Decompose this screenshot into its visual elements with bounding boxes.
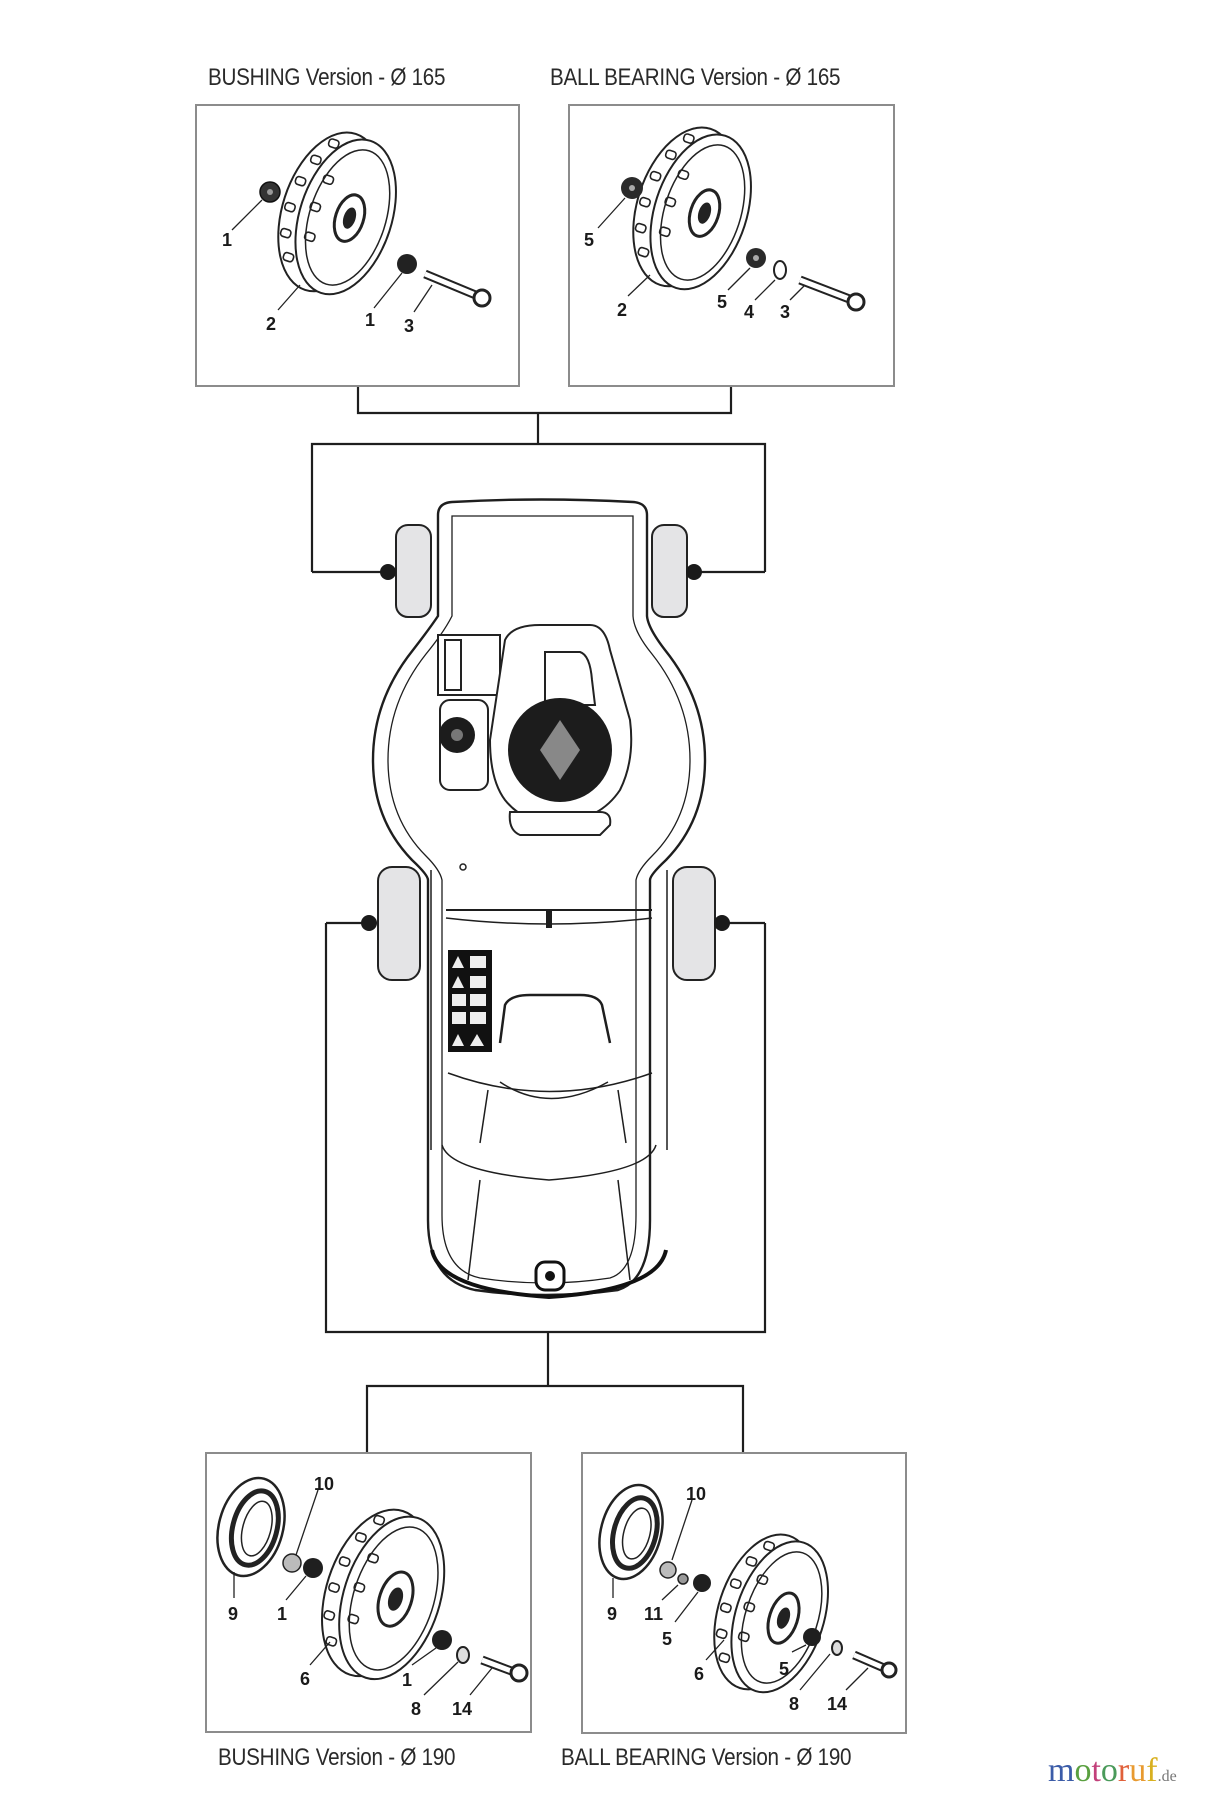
engine-icon — [437, 624, 633, 836]
hubcap-icon — [216, 1476, 286, 1578]
wheel-icon — [713, 1533, 829, 1694]
bolt-icon — [480, 1655, 529, 1683]
wheel-icon — [632, 126, 752, 291]
callout-1: 1 — [365, 310, 375, 330]
rear-left-wheel-icon — [377, 866, 421, 981]
callout-4: 4 — [744, 302, 754, 322]
callout-6: 6 — [694, 1664, 704, 1684]
bearing-icon — [693, 1574, 711, 1592]
title-bushing-190: BUSHING Version - Ø 190 — [218, 1744, 456, 1771]
warning-label-icon — [448, 950, 492, 1052]
washer-icon — [831, 1640, 843, 1656]
wheel-assembly-ball-bearing-165: 5 2 5 4 3 — [584, 126, 866, 322]
callout-8: 8 — [411, 1699, 421, 1719]
callout-2: 2 — [617, 300, 627, 320]
washer-icon — [456, 1646, 470, 1664]
front-right-wheel-icon — [651, 524, 688, 618]
watermark-letter: u — [1129, 1752, 1147, 1789]
wheel-icon — [321, 1508, 446, 1681]
bolt-icon — [852, 1650, 898, 1679]
watermark-letter: o — [1074, 1752, 1092, 1789]
bolt-icon — [423, 269, 492, 308]
axle-nut-icon — [686, 564, 702, 580]
callout-1: 1 — [277, 1604, 287, 1624]
callout-5: 5 — [779, 1659, 789, 1679]
wheel-assembly-ball-bearing-190: 10 9 11 5 6 5 8 14 — [598, 1483, 898, 1714]
callout-10: 10 — [686, 1484, 706, 1504]
nut-icon — [397, 254, 417, 274]
callout-6: 6 — [300, 1669, 310, 1689]
callout-10: 10 — [314, 1474, 334, 1494]
washer-icon — [659, 1561, 677, 1579]
wheel-assembly-bushing-190: 10 9 1 6 1 8 14 — [216, 1474, 529, 1719]
callout-1: 1 — [222, 230, 232, 250]
callout-3: 3 — [404, 316, 414, 336]
washer-icon — [282, 1553, 302, 1573]
watermark-letter: m — [1048, 1752, 1075, 1789]
lawn-mower-top-view — [361, 498, 730, 1300]
bolt-icon — [798, 275, 866, 312]
washer-icon — [773, 260, 787, 280]
connector-lines — [310, 387, 767, 1452]
watermark-letter: t — [1091, 1752, 1101, 1789]
callout-11: 11 — [644, 1604, 663, 1624]
title-bushing-165: BUSHING Version - Ø 165 — [208, 64, 446, 91]
wheel-assembly-bushing-165: 1 2 1 3 — [222, 131, 492, 336]
title-ball-bearing-190: BALL BEARING Version - Ø 190 — [561, 1744, 852, 1771]
watermark-tld: .de — [1157, 1768, 1177, 1785]
front-left-wheel-icon — [395, 524, 432, 618]
callout-5: 5 — [584, 230, 594, 250]
nut-icon — [303, 1558, 323, 1578]
watermark-letter: o — [1100, 1752, 1118, 1789]
axle-nut-icon — [380, 564, 396, 580]
watermark-letter: r — [1117, 1752, 1130, 1789]
callout-5: 5 — [662, 1629, 672, 1649]
callout-9: 9 — [607, 1604, 617, 1624]
callout-9: 9 — [228, 1604, 238, 1624]
callout-14: 14 — [827, 1694, 847, 1714]
wheel-icon — [277, 131, 397, 296]
deck-outline — [371, 498, 707, 1297]
callout-2: 2 — [266, 314, 276, 334]
bearing-icon — [803, 1628, 821, 1646]
callout-5: 5 — [717, 292, 727, 312]
axle-nut-icon — [361, 915, 377, 931]
axle-nut-icon — [714, 915, 730, 931]
callout-14: 14 — [452, 1699, 472, 1719]
callout-1: 1 — [402, 1670, 412, 1690]
title-ball-bearing-165: BALL BEARING Version - Ø 165 — [550, 64, 841, 91]
watermark-letter: f — [1146, 1752, 1158, 1789]
motoruf-watermark-logo: motoruf.de — [1048, 1752, 1177, 1790]
callout-3: 3 — [780, 302, 790, 322]
hubcap-icon — [598, 1483, 664, 1581]
spacer-icon — [677, 1573, 689, 1585]
callout-8: 8 — [789, 1694, 799, 1714]
rear-right-wheel-icon — [672, 866, 716, 981]
nut-icon — [432, 1630, 452, 1650]
